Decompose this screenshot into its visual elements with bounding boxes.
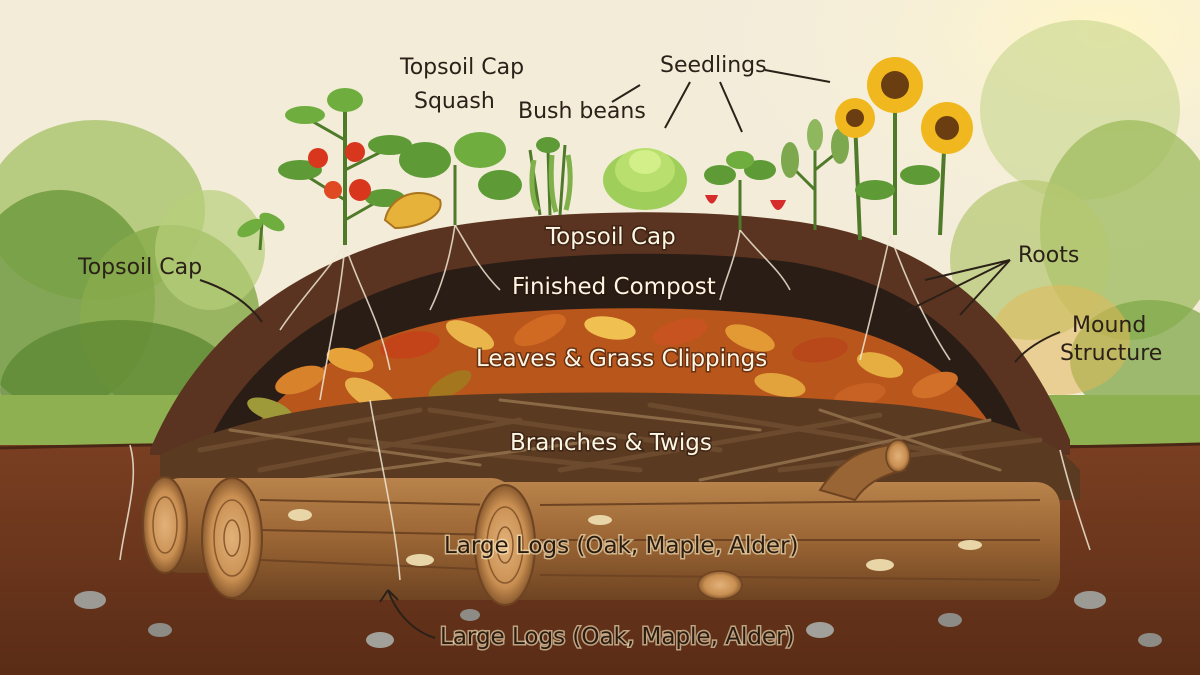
label-seedlings: Seedlings [660,53,767,78]
log-left-front [201,477,515,600]
tomato-plant-icon [278,88,412,245]
label-bush-beans: Bush beans [518,99,646,124]
label-mound-structure-line2: Structure [1060,341,1162,366]
label-squash: Squash [414,89,495,114]
label-topsoil-cap-top: Topsoil Cap [399,55,524,80]
plant-roots [119,224,1091,581]
squash-plant-icon [383,132,522,230]
label-roots: Roots [1018,243,1079,268]
leader-lines [199,69,1061,639]
herb-icon [781,119,849,230]
fungus-patches [288,509,982,571]
label-topsoil-cap-left: Topsoil Cap [77,255,202,280]
label-large-logs-main: Large Logs (Oak, Maple, Alder) [444,533,799,559]
bean-plant-icon [528,137,573,216]
label-leaves-grass: Leaves & Grass Clippings [476,346,767,372]
leaf-pile [247,313,958,423]
strawberry-plant-icon [704,151,786,230]
stones [74,591,1162,648]
label-topsoil-cap-mound: Topsoil Cap [545,224,676,250]
log-right [474,439,1060,606]
sunflower-icon [835,57,973,241]
right-trees [950,20,1200,420]
label-branches-twigs: Branches & Twigs [510,430,712,456]
label-finished-compost: Finished Compost [512,274,716,300]
label-large-logs-bottom: Large Logs (Oak, Maple, Alder) [440,624,795,650]
label-mound-structure-line1: Mound [1072,313,1146,338]
small-seedling-icon [237,212,285,251]
lettuce-icon [603,148,687,210]
